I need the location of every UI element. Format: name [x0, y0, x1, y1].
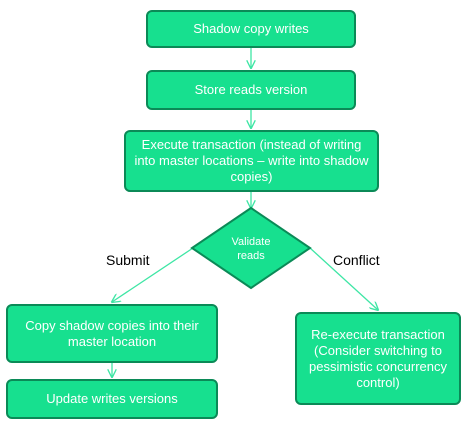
shadow-copy-writes-label: Shadow copy writes: [193, 21, 309, 36]
store-reads-version-label: Store reads version: [194, 82, 308, 97]
update-writes-versions-node: Update writes versions: [6, 379, 218, 419]
validate-reads-decision: Validate reads: [190, 206, 312, 290]
copy-shadow-copies-label: Copy shadow copies into their master loc…: [25, 317, 199, 349]
validate-reads-line1: Validate: [232, 236, 271, 248]
execute-transaction-node: Execute transaction (instead of writing …: [124, 130, 379, 192]
arrow-validate-to-copy: [112, 247, 194, 302]
shadow-copy-writes-node: Shadow copy writes: [146, 10, 356, 48]
conflict-edge-label: Conflict: [333, 252, 380, 268]
submit-edge-label: Submit: [106, 252, 150, 268]
validate-reads-line2: reads: [237, 250, 265, 262]
update-writes-versions-label: Update writes versions: [46, 391, 178, 406]
store-reads-version-node: Store reads version: [146, 70, 356, 110]
reexecute-transaction-node: Re-execute transaction (Consider switchi…: [295, 312, 461, 405]
copy-shadow-copies-node: Copy shadow copies into their master loc…: [6, 304, 218, 363]
reexecute-transaction-label: Re-execute transaction (Consider switchi…: [309, 326, 447, 390]
arrow-validate-to-reexecute: [309, 247, 378, 310]
execute-transaction-label: Execute transaction (instead of writing …: [134, 137, 369, 184]
